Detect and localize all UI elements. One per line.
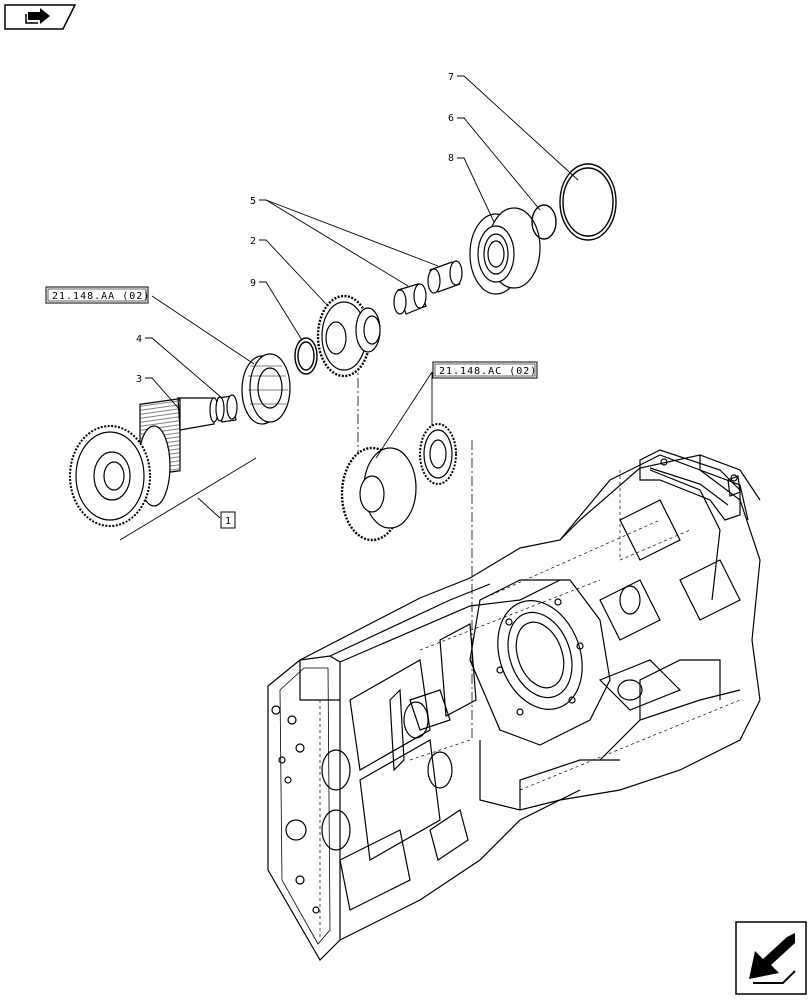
forward-arrow-icon [4,4,77,30]
callout-8: 8 [448,153,454,164]
reference-link-21-148-ac[interactable]: 21.148.AC (02) [432,361,538,379]
snap-ring-part-9 [294,337,318,375]
reference-label-ac: 21.148.AC (02) [439,366,537,377]
callout-2: 2 [250,236,256,247]
bushing-part-5 [393,260,463,315]
callout-9: 9 [250,278,256,289]
callout-3: 3 [136,374,142,385]
housing-hidden-lines [319,470,741,940]
return-arrow-icon [735,921,807,995]
reference-link-21-148-aa[interactable]: 21.148.AA (02) [45,286,150,304]
assembly-axis-lines [357,360,473,740]
gear-shaft-part-3 [69,397,219,527]
retaining-ring-part-7 [559,163,617,241]
callout-1: 1 [225,516,231,527]
callout-6: 6 [448,113,454,124]
synchronizer-assembly [241,353,291,425]
callout-7: 7 [448,72,454,83]
gear-part-2 [316,294,381,378]
bushing-part-4 [215,394,238,423]
circlip-part-6 [531,204,557,240]
next-page-button[interactable] [735,921,807,995]
gear-assembly-ac [340,423,457,542]
bearing-part-8 [469,207,541,295]
reference-label-aa: 21.148.AA (02) [52,291,150,302]
leader-lines [119,75,579,541]
transmission-housing [267,449,761,961]
previous-page-button[interactable] [4,4,77,30]
callout-4: 4 [136,334,142,345]
callout-1-box[interactable]: 1 [220,511,236,529]
callout-5: 5 [250,196,256,207]
